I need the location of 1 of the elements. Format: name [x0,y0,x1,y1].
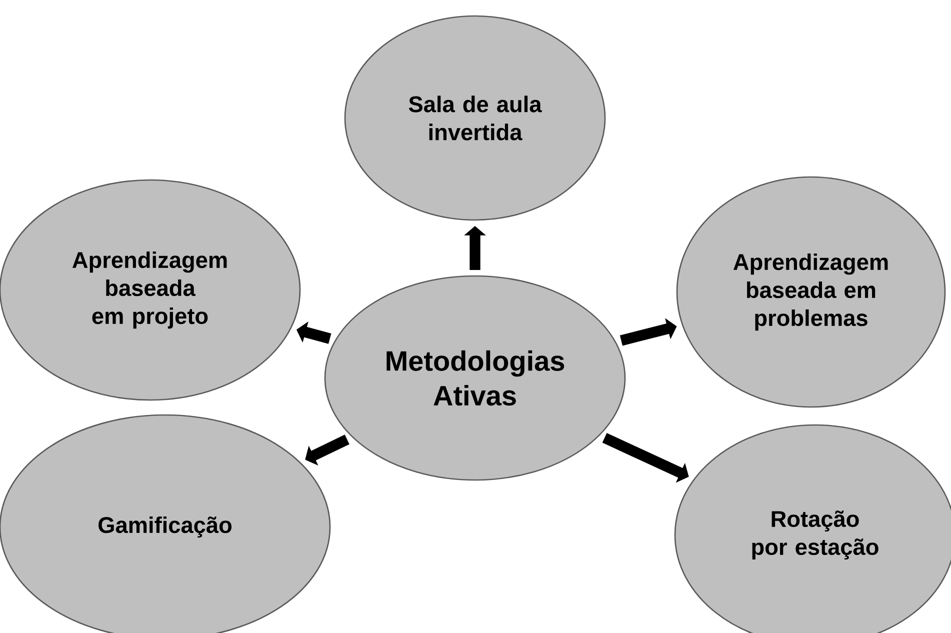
block-arrow [305,434,350,466]
